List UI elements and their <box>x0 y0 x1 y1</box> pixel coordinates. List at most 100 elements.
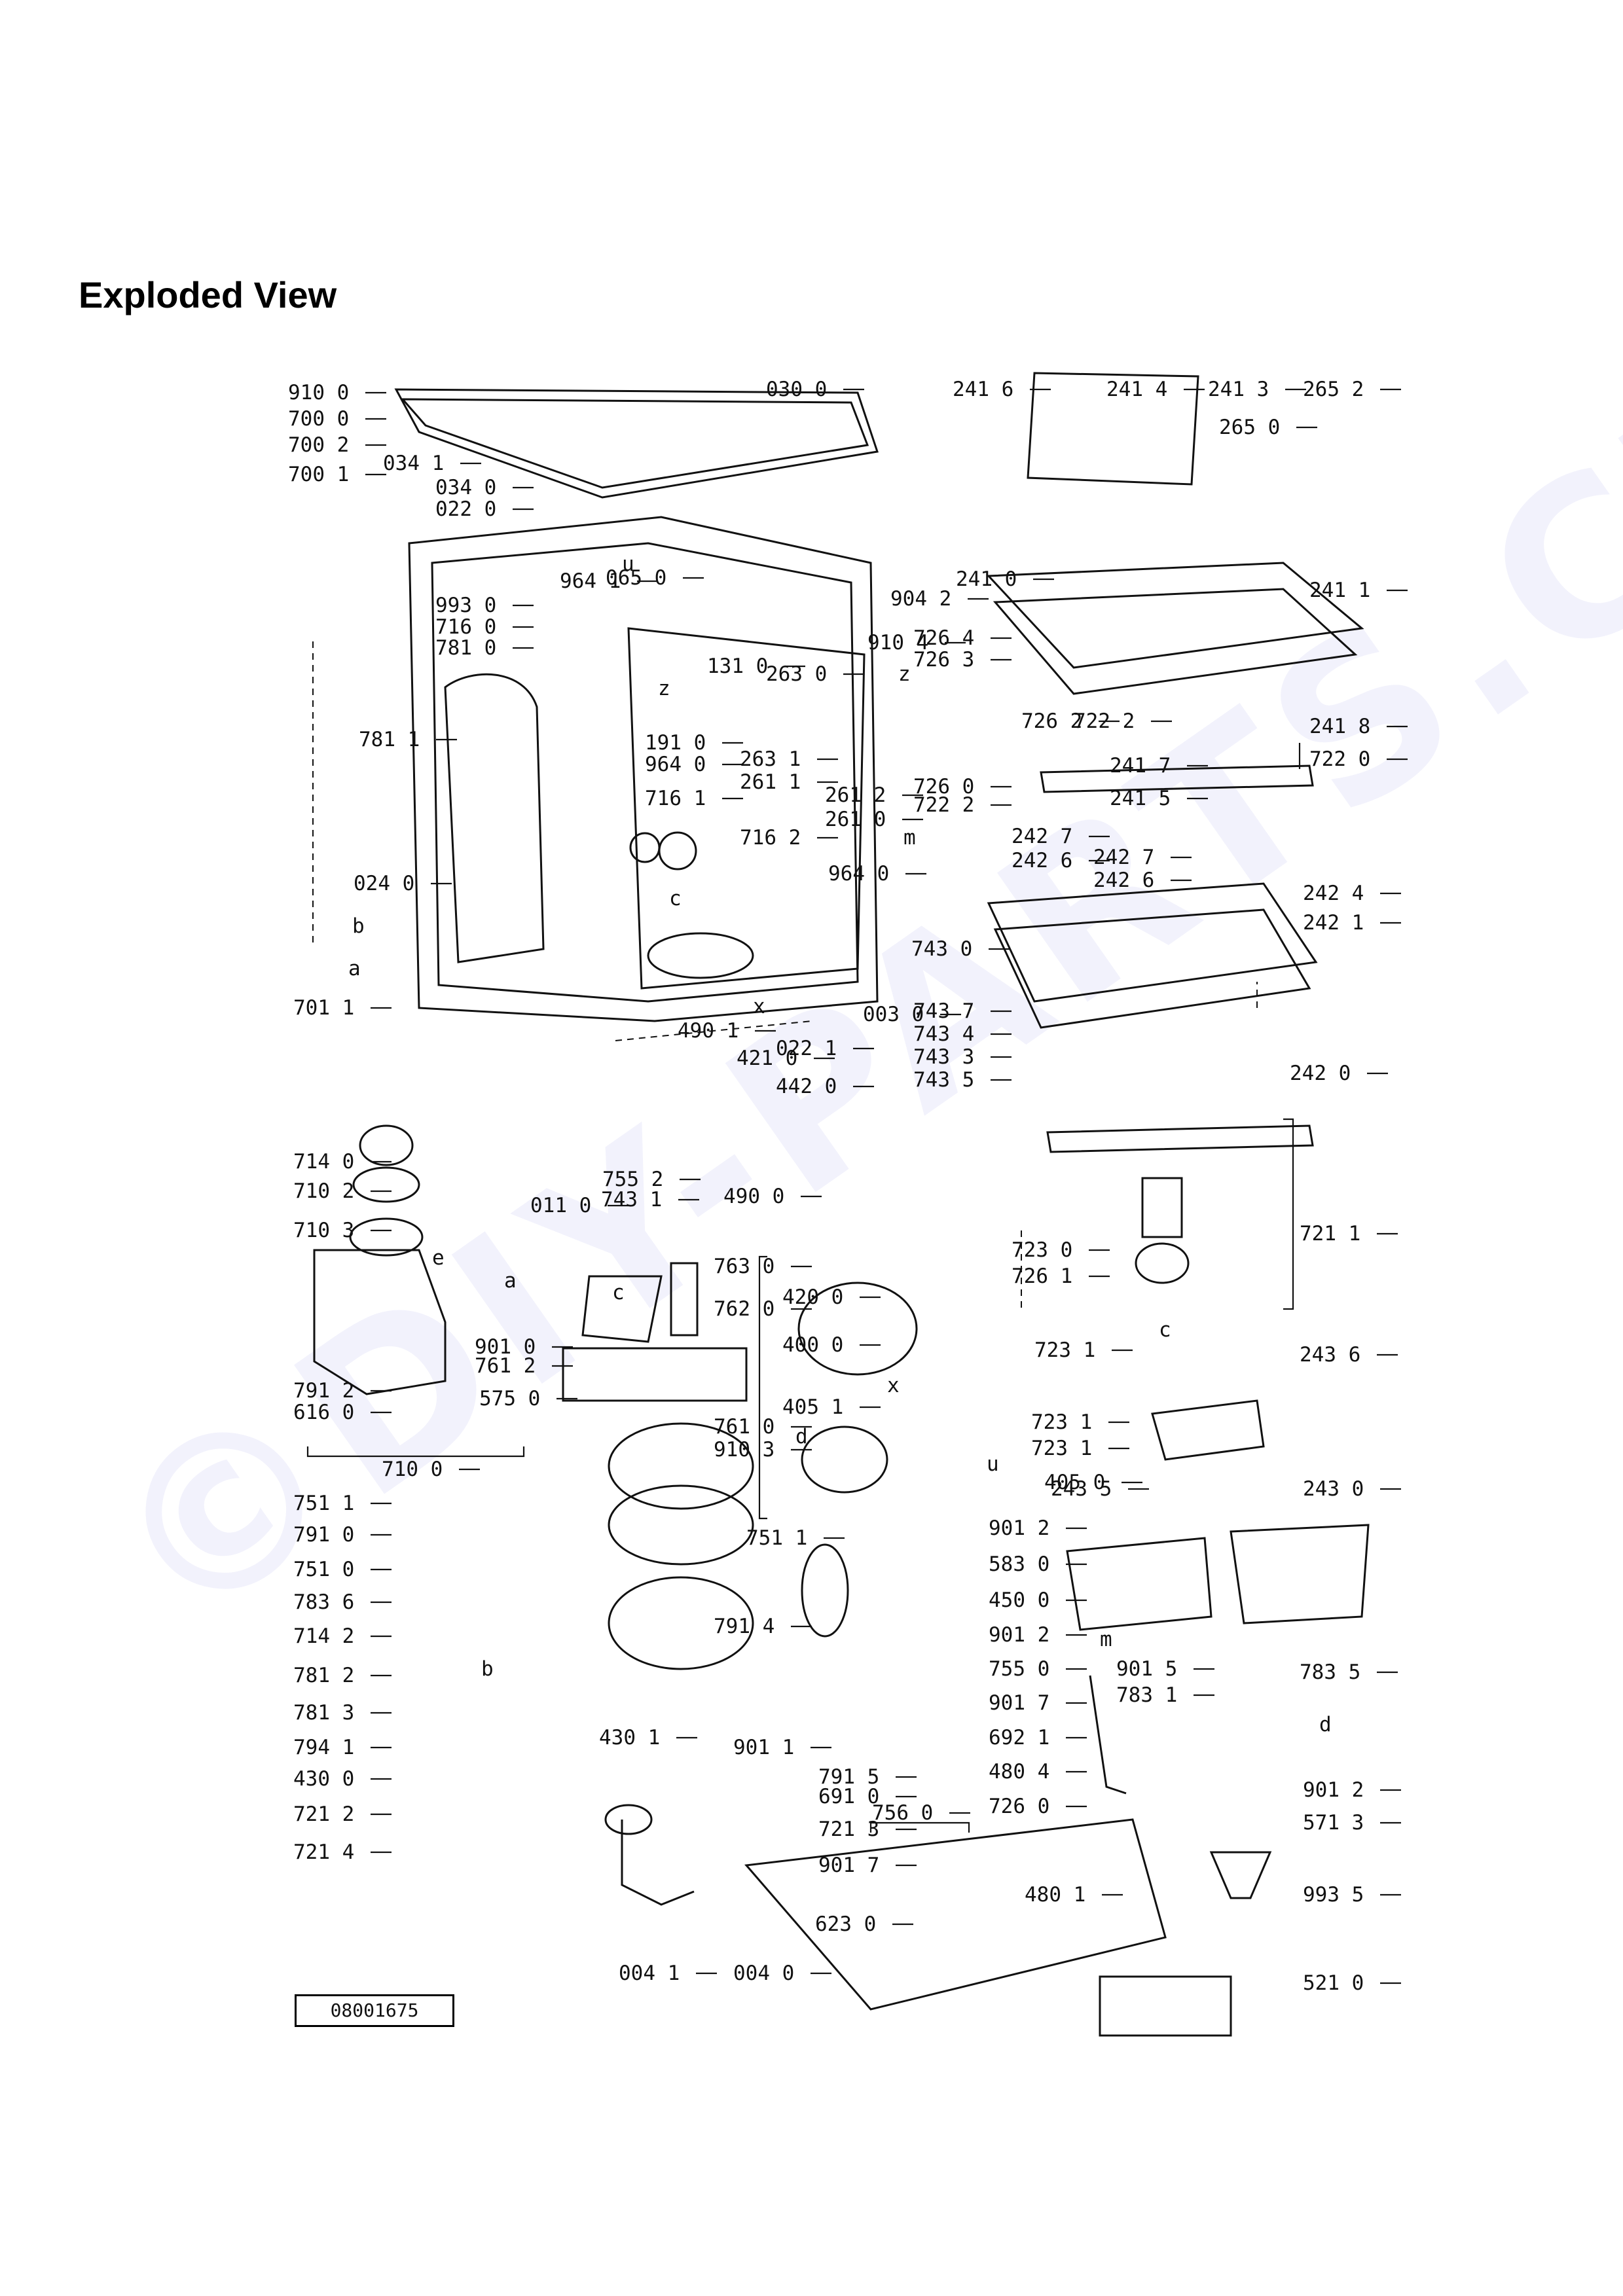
part-label: 743 5 <box>913 1068 974 1092</box>
part-label: 716 0 <box>435 615 496 639</box>
part-label: 241 4 <box>1106 378 1167 401</box>
part-label: 241 0 <box>956 567 1017 591</box>
part-label: 242 6 <box>1012 849 1072 872</box>
part-label: 721 2 <box>293 1803 354 1826</box>
part-label: 024 0 <box>354 872 414 895</box>
part-label: 783 6 <box>293 1590 354 1614</box>
part-label: 783 5 <box>1300 1660 1360 1684</box>
part-label: 263 0 <box>766 662 827 686</box>
part-label: 794 1 <box>293 1736 354 1759</box>
part-label: 405 1 <box>782 1395 843 1419</box>
part-label: 781 0 <box>435 636 496 660</box>
connection-letter: d <box>795 1425 808 1448</box>
connection-letter: u <box>622 552 634 576</box>
part-label: 701 1 <box>293 996 354 1020</box>
part-label: 242 6 <box>1093 869 1154 892</box>
part-label: 723 0 <box>1012 1238 1072 1262</box>
part-label: 904 2 <box>890 587 951 611</box>
part-label: 623 0 <box>815 1912 876 1936</box>
part-label: 241 8 <box>1309 715 1370 738</box>
part-label: 004 0 <box>733 1962 794 1985</box>
connection-letter: c <box>669 887 682 910</box>
connection-letter: x <box>887 1374 900 1397</box>
part-label: 762 0 <box>714 1297 775 1321</box>
part-label: 755 0 <box>989 1657 1049 1681</box>
group-brackets <box>306 743 1301 1833</box>
part-label: 721 4 <box>293 1840 354 1864</box>
connection-letter: e <box>432 1246 445 1270</box>
part-label: 964 1 <box>560 569 621 593</box>
part-label: 743 1 <box>601 1188 662 1211</box>
part-label: 791 0 <box>293 1523 354 1547</box>
part-label: 442 0 <box>776 1075 837 1098</box>
part-label: 721 3 <box>818 1818 879 1841</box>
part-label: 901 2 <box>1303 1778 1364 1802</box>
part-label: 722 0 <box>1309 747 1370 771</box>
part-label: 242 7 <box>1093 846 1154 869</box>
part-label: 022 0 <box>435 497 496 521</box>
part-label: 261 2 <box>825 783 886 807</box>
part-label: 714 0 <box>293 1150 354 1174</box>
connection-letter: x <box>753 995 765 1018</box>
connection-letter: m <box>1100 1628 1112 1651</box>
part-label: 521 0 <box>1303 1971 1364 1995</box>
connection-letter: m <box>903 826 916 850</box>
part-label: 034 0 <box>435 476 496 499</box>
part-label: 450 0 <box>989 1588 1049 1612</box>
part-label: 700 0 <box>288 407 349 431</box>
part-label: 761 2 <box>475 1354 536 1378</box>
dashed-leaders <box>312 641 1258 1309</box>
part-label: 261 1 <box>740 770 801 794</box>
part-label: 910 0 <box>288 381 349 404</box>
part-label: 723 1 <box>1031 1437 1092 1460</box>
page-title: Exploded View <box>79 274 337 315</box>
part-label: 743 3 <box>913 1045 974 1069</box>
part-label: 241 3 <box>1208 378 1269 401</box>
part-label: 243 6 <box>1300 1343 1360 1367</box>
part-label: 993 0 <box>435 594 496 617</box>
part-label: 490 1 <box>678 1019 739 1043</box>
part-label: 743 4 <box>913 1022 974 1046</box>
connection-letter: z <box>898 662 911 686</box>
part-label: 791 4 <box>714 1615 775 1638</box>
part-label: 751 1 <box>293 1492 354 1515</box>
part-label: 910 4 <box>867 631 928 655</box>
connection-letter: a <box>504 1269 517 1293</box>
part-label: 616 0 <box>293 1401 354 1424</box>
part-label: 791 5 <box>818 1765 879 1789</box>
part-label: 726 3 <box>913 648 974 672</box>
part-label: 004 1 <box>619 1962 680 1985</box>
part-label: 242 1 <box>1303 911 1364 935</box>
connection-letter: d <box>1319 1713 1332 1736</box>
part-label: 003 0 <box>863 1003 924 1026</box>
part-label: 261 0 <box>825 808 886 831</box>
part-label: 783 1 <box>1116 1683 1177 1707</box>
part-label: 700 2 <box>288 433 349 457</box>
part-label: 726 0 <box>989 1795 1049 1818</box>
part-label: 710 2 <box>293 1179 354 1203</box>
part-label: 430 0 <box>293 1767 354 1791</box>
part-label: 763 0 <box>714 1255 775 1278</box>
part-label: 723 1 <box>1031 1410 1092 1434</box>
part-label: 901 0 <box>475 1335 536 1359</box>
part-label: 791 2 <box>293 1379 354 1403</box>
part-label: 480 4 <box>989 1760 1049 1784</box>
part-label: 242 7 <box>1012 825 1072 848</box>
part-label: 034 1 <box>383 452 444 475</box>
part-label: 901 5 <box>1116 1657 1177 1681</box>
part-label: 420 0 <box>782 1285 843 1309</box>
part-label: 263 1 <box>740 747 801 771</box>
part-label: 751 1 <box>746 1526 807 1550</box>
part-label: 781 1 <box>359 728 420 751</box>
part-label: 910 3 <box>714 1438 775 1462</box>
part-label: 722 2 <box>913 793 974 817</box>
part-label: 716 2 <box>740 826 801 850</box>
part-label: 993 5 <box>1303 1883 1364 1907</box>
part-label: 721 1 <box>1300 1222 1360 1246</box>
part-label: 131 0 <box>707 655 768 678</box>
part-label: 743 7 <box>913 999 974 1023</box>
part-label: 583 0 <box>989 1552 1049 1576</box>
connection-letter: b <box>481 1657 494 1681</box>
part-label: 901 1 <box>733 1736 794 1759</box>
